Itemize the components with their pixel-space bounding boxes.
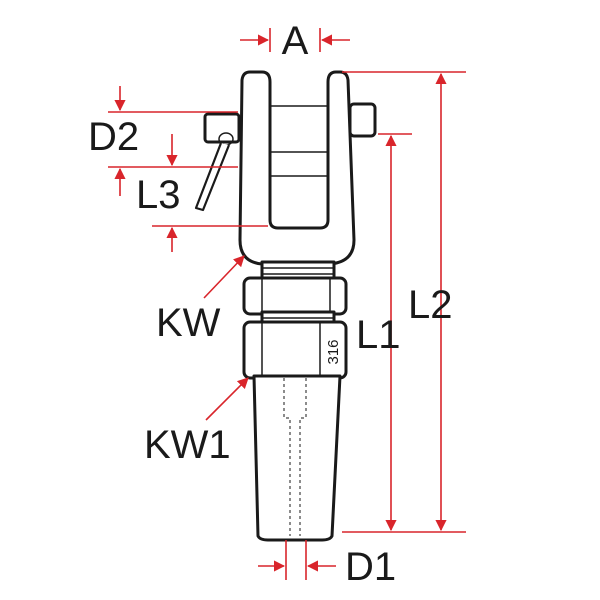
label-kw1: KW1 xyxy=(144,423,231,467)
label-kw: KW xyxy=(156,301,221,345)
dimension-labels: A D2 L3 KW KW1 L1 L2 D1 xyxy=(88,19,453,589)
internal-bore xyxy=(283,378,307,536)
fork-body xyxy=(238,70,356,266)
clevis-pin-head xyxy=(348,102,377,138)
label-d2: D2 xyxy=(88,115,139,159)
label-d1: D1 xyxy=(345,545,396,589)
cotter-pin xyxy=(194,142,231,212)
label-l3: L3 xyxy=(136,173,181,217)
label-a: A xyxy=(282,19,309,63)
material-mark: 316 xyxy=(325,339,342,364)
label-l1: L1 xyxy=(356,313,401,357)
fork-terminal-part: 316 xyxy=(194,70,377,542)
tapered-sleeve xyxy=(252,374,342,542)
dimension-lines xyxy=(108,28,466,580)
clevis-pin-stub xyxy=(203,112,241,144)
label-l2: L2 xyxy=(408,283,453,327)
